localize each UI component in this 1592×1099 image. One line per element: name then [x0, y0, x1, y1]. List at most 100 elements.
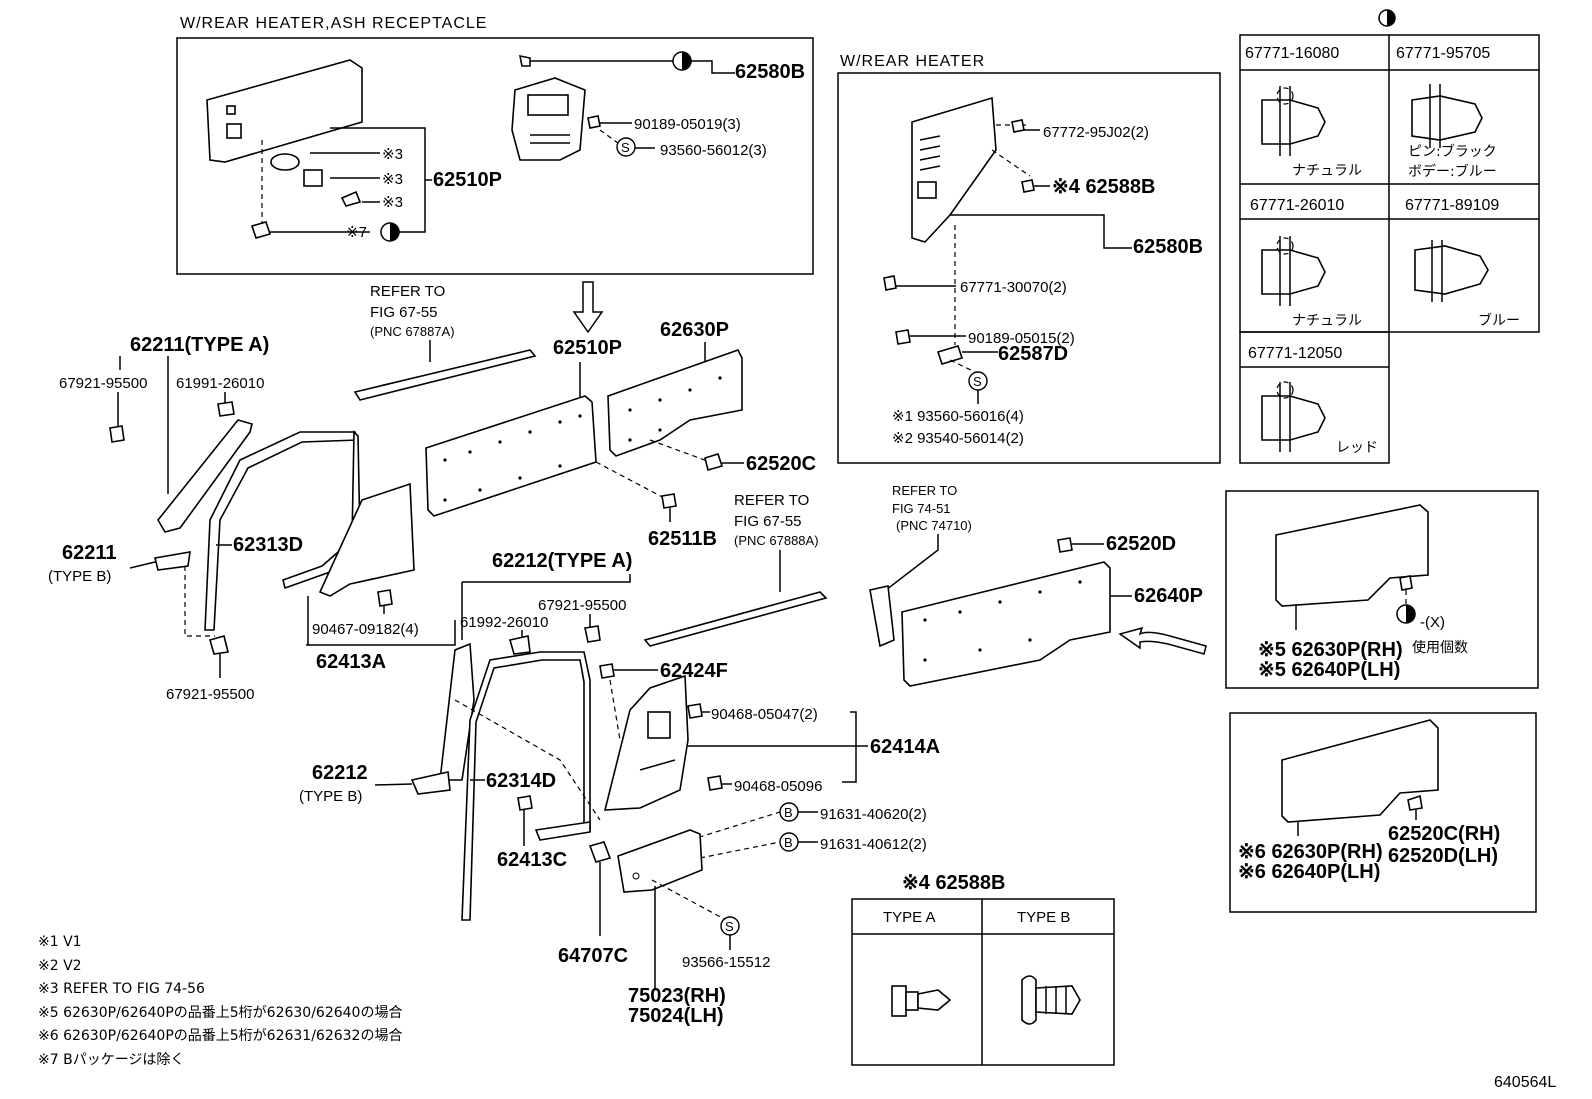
clip-color-3: ナチュラル [1292, 313, 1362, 329]
mark-7: ※7 [346, 224, 367, 241]
rh6-clip [1407, 794, 1423, 811]
mark-3b: ※3 [382, 171, 403, 188]
clip-64707C [588, 841, 612, 863]
half-circle-icon-b [672, 51, 692, 71]
clip-part-2: 67771-95705 [1396, 45, 1490, 62]
clip-part-3: 67771-26010 [1250, 197, 1344, 214]
label-67921-95500-b: 67921-95500 [166, 686, 254, 703]
curved-arrow-icon [1118, 626, 1207, 655]
type-b: TYPE B [1017, 909, 1070, 926]
label-62212B-a: 62212 [312, 762, 368, 784]
clip-icon-4 [1414, 240, 1489, 302]
s-circle-icon [616, 137, 636, 157]
label-62413A: 62413A [316, 651, 386, 673]
screw-90189 [587, 115, 601, 129]
bracket-62587D [936, 345, 964, 365]
clip-67921-a [109, 425, 125, 443]
s-mark-c: S [725, 919, 734, 934]
clip-color-4: ブルー [1478, 312, 1520, 329]
box2-title: W/REAR HEATER [840, 53, 985, 70]
note-1: ※1 V1 [38, 934, 82, 950]
type-a: TYPE A [883, 909, 936, 926]
label-93560-56016: ※1 93560-56016(4) [892, 408, 1024, 425]
bracket-75023 [617, 829, 703, 893]
clip-icon-5 [1261, 381, 1326, 452]
label-90189-05015: 90189-05015(2) [968, 330, 1075, 347]
label-62424F: 62424F [660, 660, 728, 682]
label-90189-05019: 90189-05019(3) [634, 116, 741, 133]
rh6-panel [1281, 719, 1439, 823]
type-table [851, 898, 1115, 1066]
label-62580B-a: 62580B [735, 61, 805, 83]
label-62520C: 62520C [746, 453, 816, 475]
refer2-a: REFER TO [734, 492, 809, 509]
rh6-rh: ※6 62630P(RH) [1238, 841, 1383, 863]
label-62520D: 62520D [1106, 533, 1176, 555]
refer3-c: (PNC 74710) [896, 518, 972, 533]
label-62211B-a: 62211 [62, 542, 117, 564]
label-62587D: 62587D [998, 343, 1068, 365]
half-circle-icon [380, 222, 400, 242]
label-75024: 75024(LH) [628, 1005, 724, 1027]
strip-bottom [534, 821, 591, 841]
label-75023: 75023(RH) [628, 985, 726, 1007]
s-mark-b: S [973, 374, 982, 389]
rh6-d-lh: 62520D(LH) [1388, 845, 1498, 867]
clip-table [1239, 34, 1540, 464]
box1-title: W/REAR HEATER,ASH RECEPTACLE [180, 15, 487, 32]
label-62211A: 62211(TYPE A) [130, 334, 269, 356]
clip-color-2b: ボデー:ブルー [1408, 163, 1497, 180]
label-62413C: 62413C [497, 849, 567, 871]
clip-62588B [1021, 179, 1035, 193]
label-62510P-a: 62510P [433, 169, 502, 191]
refer1-a: REFER TO [370, 283, 445, 300]
label-93540-56014: ※2 93540-56014(2) [892, 430, 1024, 447]
b-mark-a: B [784, 805, 793, 820]
clip-62424F [599, 663, 615, 679]
refer2-b: FIG 67-55 [734, 513, 802, 530]
label-62580B-b: 62580B [1133, 236, 1203, 258]
handle-74710 [869, 585, 895, 648]
clip-icon-2 [1411, 84, 1483, 148]
label-62212B-b: (TYPE B) [299, 788, 362, 805]
ash-receptacle-panel [206, 59, 363, 163]
label-93560-56012: 93560-56012(3) [660, 142, 767, 159]
label-67772: 67772-95J02(2) [1043, 124, 1149, 141]
note-6: ※6 62630P/62640Pの品番上5桁が62631/62632の場合 [38, 1028, 402, 1044]
screw-90189-05015 [895, 329, 911, 345]
clip-part-4: 67771-89109 [1405, 197, 1499, 214]
box-rh6-frame [1229, 712, 1537, 913]
panel-62630P [607, 349, 743, 457]
rh5-clip [1399, 575, 1413, 591]
box1-frame [176, 37, 814, 275]
diagram-code: 640564L [1494, 1074, 1556, 1091]
down-arrow-icon [572, 281, 604, 334]
clip-61992 [508, 635, 531, 655]
label-90468-05096: 90468-05096 [734, 778, 822, 795]
half-circle-icon-legend [1378, 9, 1396, 27]
clip-icon-3 [1261, 236, 1326, 306]
clip-part-5: 67771-12050 [1248, 345, 1342, 362]
box-rh5-frame [1225, 490, 1539, 689]
label-64707C: 64707C [558, 945, 628, 967]
clip-62413C [517, 795, 533, 811]
clip-color-5: レッド [1336, 440, 1378, 456]
clip-90468-05096 [707, 775, 723, 791]
trim-62414A [603, 674, 689, 811]
rh5-panel [1275, 504, 1429, 607]
note-5: ※5 62630P/62640Pの品番上5桁が62630/62640の場合 [38, 1005, 402, 1021]
fastener-type-a-icon [891, 985, 952, 1017]
gasket-parts [250, 153, 362, 239]
rh6-c-rh: 62520C(RH) [1388, 823, 1500, 845]
refer1-b: FIG 67-55 [370, 304, 438, 321]
label-62414A: 62414A [870, 736, 940, 758]
label-90468-05047: 90468-05047(2) [711, 706, 818, 723]
label-62314D: 62314D [486, 770, 556, 792]
pillar-62211B [154, 551, 191, 571]
s-mark: S [621, 140, 630, 155]
clip-67921-b [209, 635, 229, 655]
label-62211B-b: (TYPE B) [48, 568, 111, 585]
label-62212A: 62212(TYPE A) [492, 550, 632, 572]
b-mark-b: B [784, 835, 793, 850]
label-67921-95500-c: 67921-95500 [538, 597, 626, 614]
